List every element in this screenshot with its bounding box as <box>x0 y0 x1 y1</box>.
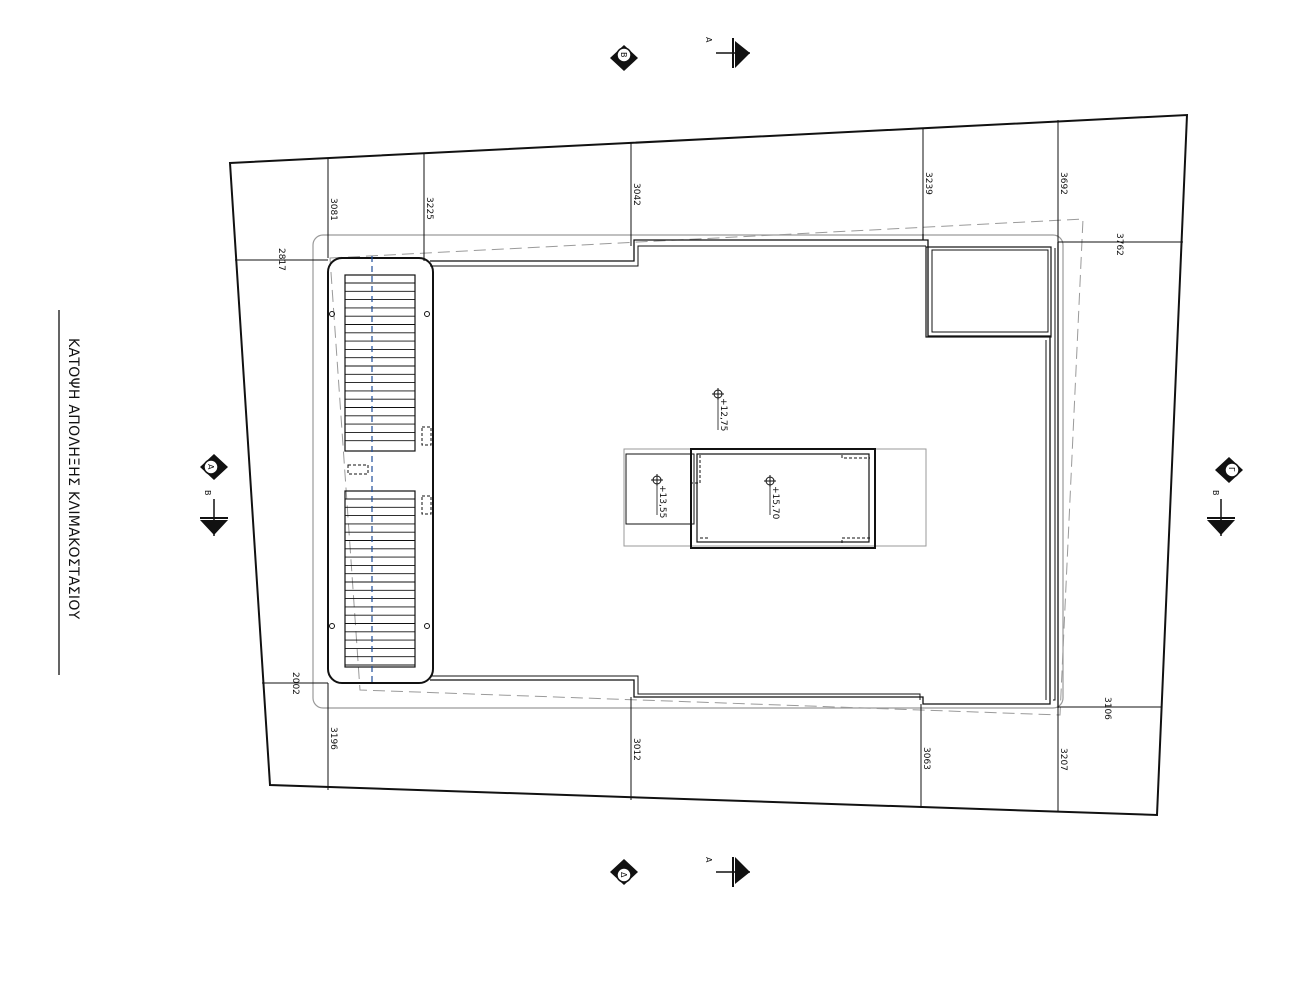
level-marker-landing <box>651 474 663 515</box>
shaft-box <box>925 246 1052 338</box>
parapet-wall-outer <box>430 234 1051 705</box>
section-cut-marker-bottom <box>716 857 750 887</box>
dim-left-2: 2002 <box>290 672 300 695</box>
dim-right-1: 3762 <box>1114 233 1124 256</box>
stair-core-outer <box>690 448 876 549</box>
dim-bottom-4: 3207 <box>1058 748 1068 771</box>
panel-bolt-3 <box>329 623 335 629</box>
section-label-bottom: Δ <box>619 872 628 878</box>
dim-bottom-2: 3012 <box>631 738 641 761</box>
dim-top-1: 3081 <box>328 198 338 221</box>
section-cut-label-left: B <box>203 490 212 496</box>
stair-core-inner <box>696 453 870 543</box>
section-cut-label-right: B <box>1211 490 1220 496</box>
dim-left-1: 2817 <box>276 248 286 271</box>
level-marker-stair-top <box>764 475 776 515</box>
section-label-top: B <box>619 52 628 58</box>
panel-dashed-box-2 <box>421 495 432 515</box>
section-cut-label-top: A <box>704 37 713 43</box>
panel-bolt-1 <box>329 311 335 317</box>
section-cut-label-bottom: A <box>704 857 713 863</box>
level-label-roof: +12,75 <box>718 398 728 431</box>
level-label-stair-top: +15,70 <box>770 486 780 520</box>
section-cut-marker-right <box>1207 499 1235 536</box>
dim-top-2: 3225 <box>424 197 434 220</box>
solar-panel-frame <box>327 257 434 684</box>
section-view-marker-left: A <box>200 454 228 480</box>
section-view-marker-right: Γ <box>1215 457 1243 483</box>
dimension-lines <box>235 120 1183 812</box>
section-label-right: Γ <box>1227 467 1236 472</box>
dim-top-4: 3239 <box>923 172 933 195</box>
drawing-title: ΚΑΤΟΨΗ ΑΠΟΛΗΞΗΣ ΚΛΙΜΑΚΟΣΤΑΣΙΟΥ <box>65 338 81 620</box>
panel-module-1 <box>344 274 416 452</box>
section-view-marker-bottom: Δ <box>610 859 638 885</box>
overhang-dashed-outline <box>329 218 1084 716</box>
level-marker-roof <box>712 388 724 430</box>
section-label-left: A <box>206 464 215 470</box>
section-view-marker-top: B <box>610 45 638 71</box>
slab-outline <box>312 234 1064 709</box>
panel-dashed-box-1 <box>421 426 432 446</box>
landing-box <box>625 453 695 525</box>
panel-bolt-4 <box>424 623 430 629</box>
dim-top-5: 3692 <box>1058 172 1068 195</box>
dim-right-2: 3106 <box>1102 697 1112 720</box>
panel-module-2 <box>344 490 416 668</box>
section-cut-marker-top <box>716 38 750 68</box>
solar-panel-slats <box>344 274 416 668</box>
plot-boundary <box>228 113 1189 817</box>
panel-bolt-2 <box>424 311 430 317</box>
stair-dashed-corners <box>692 455 870 543</box>
level-label-landing: +13,55 <box>657 485 667 518</box>
section-cut-marker-left <box>200 499 228 536</box>
panel-dashed-box-3 <box>347 464 369 475</box>
dim-top-3: 3042 <box>631 183 641 206</box>
dim-bottom-1: 3196 <box>328 727 338 750</box>
parapet-wall-inner <box>430 245 1056 701</box>
dim-bottom-3: 3063 <box>921 747 931 770</box>
